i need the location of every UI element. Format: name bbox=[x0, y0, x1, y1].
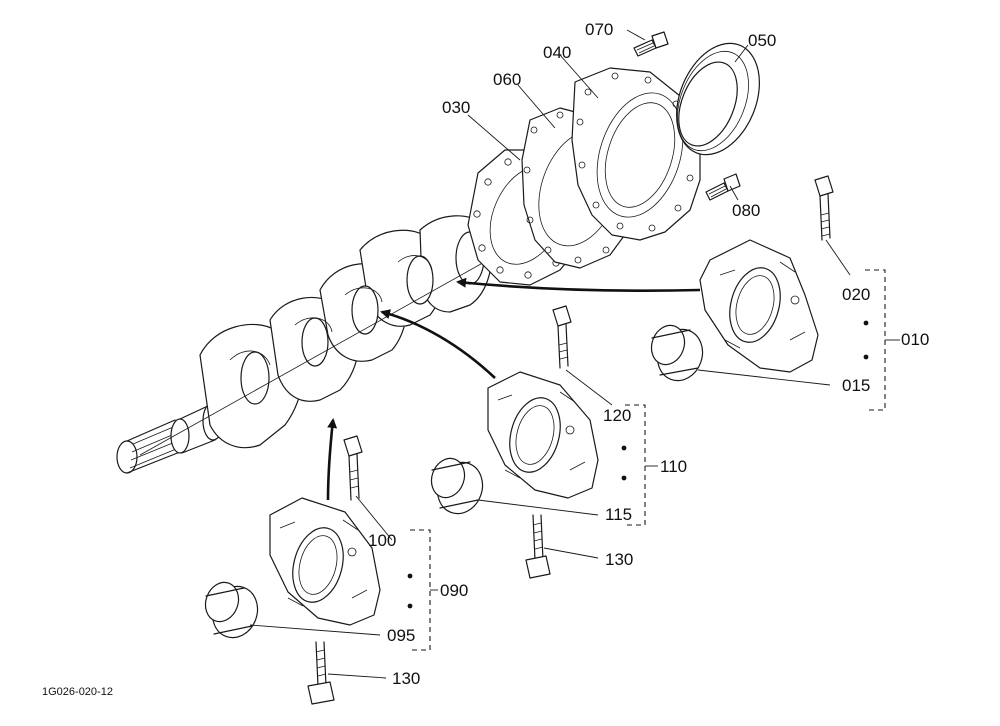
bearing-115 bbox=[430, 457, 484, 515]
label-115: 115 bbox=[605, 505, 632, 524]
label-020: 020 bbox=[842, 285, 870, 304]
drawing-reference-code: 1G026-020-12 bbox=[42, 686, 113, 698]
leader-lines bbox=[249, 29, 900, 679]
screw-080 bbox=[705, 173, 741, 201]
assembly-arrow-110 bbox=[380, 309, 496, 379]
label-130-middle: 130 bbox=[605, 550, 633, 569]
label-070: 070 bbox=[585, 20, 613, 39]
label-110: 110 bbox=[660, 457, 687, 476]
label-100: 100 bbox=[368, 531, 396, 550]
bearing-015 bbox=[650, 324, 704, 382]
label-040: 040 bbox=[543, 43, 571, 62]
bolt-120 bbox=[552, 305, 572, 369]
oil-seal-050 bbox=[676, 42, 760, 156]
main-bearing-case-010 bbox=[699, 239, 819, 373]
bearing-095 bbox=[204, 581, 259, 639]
main-bearing-case-090 bbox=[269, 497, 381, 626]
label-120: 120 bbox=[603, 406, 631, 425]
label-030: 030 bbox=[442, 98, 470, 117]
bolt-130-middle bbox=[525, 514, 551, 579]
label-060: 060 bbox=[493, 70, 521, 89]
label-090: 090 bbox=[440, 581, 468, 600]
main-bearing-case-110 bbox=[487, 371, 599, 499]
bolt-130-bottom bbox=[307, 641, 335, 705]
label-050: 050 bbox=[748, 31, 776, 50]
oil-seal-case-040 bbox=[571, 67, 701, 241]
bracket-090 bbox=[410, 529, 431, 651]
bolt-100 bbox=[343, 435, 363, 501]
screw-070 bbox=[633, 31, 669, 57]
label-080: 080 bbox=[732, 201, 760, 220]
bolt-020 bbox=[814, 175, 834, 241]
assembly-arrow-090 bbox=[326, 418, 338, 501]
label-010: 010 bbox=[901, 330, 929, 349]
assembly-arrow-010 bbox=[456, 277, 701, 293]
label-015: 015 bbox=[842, 376, 870, 395]
label-130-bottom: 130 bbox=[392, 669, 420, 688]
label-095: 095 bbox=[387, 626, 415, 645]
bracket-110 bbox=[625, 404, 646, 526]
